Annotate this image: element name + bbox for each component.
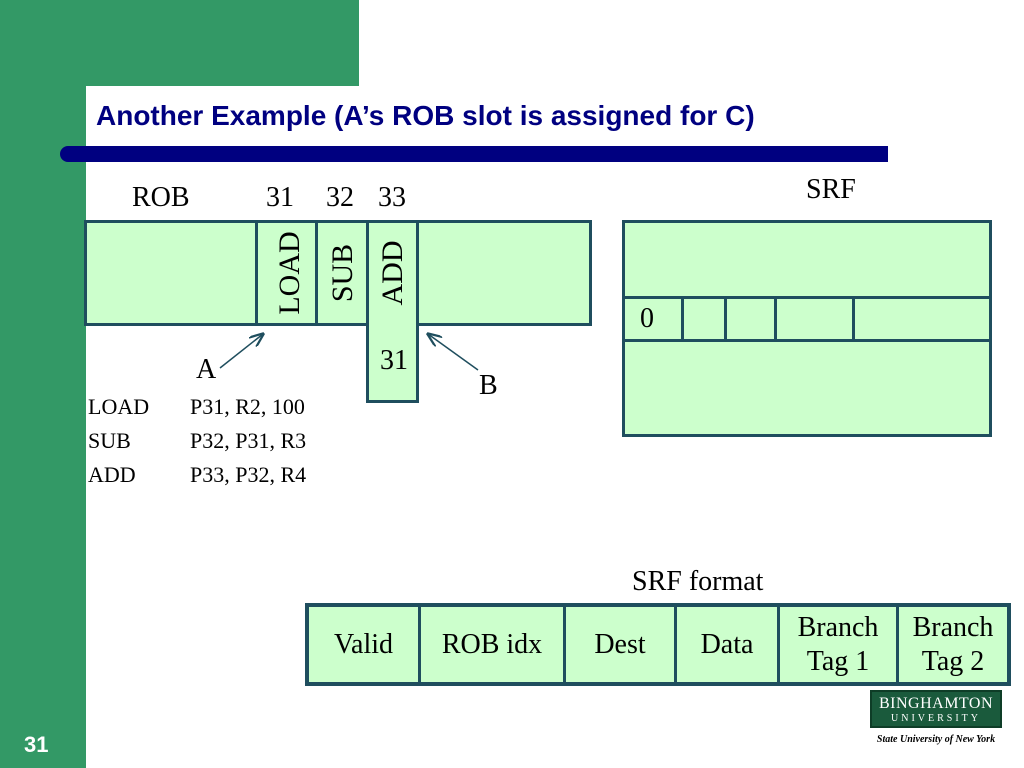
pointer-b-label: B bbox=[479, 370, 498, 401]
srf-cell-divider bbox=[724, 296, 727, 342]
rob-divider bbox=[315, 220, 318, 326]
srf-format-table: Valid ROB idx Dest Data Branch Tag 1 Bra… bbox=[305, 603, 1011, 686]
srf-label: SRF bbox=[806, 174, 856, 205]
logo-subtitle: State University of New York bbox=[876, 734, 996, 745]
slide-number: 31 bbox=[24, 732, 49, 757]
rob-divider bbox=[255, 220, 258, 326]
rob-label: ROB bbox=[132, 182, 190, 213]
srf-format-field-branch-tag-1: Branch Tag 1 bbox=[780, 607, 899, 682]
rob-extension-cell bbox=[366, 323, 419, 403]
top-band bbox=[86, 0, 359, 86]
srf-register-file bbox=[622, 220, 992, 437]
srf-format-field-branch-tag-2: Branch Tag 2 bbox=[912, 611, 994, 677]
rob-slot-number-32: 32 bbox=[326, 182, 354, 213]
code-args: P31, R2, 100 bbox=[190, 394, 305, 419]
left-sidebar-band bbox=[0, 0, 86, 768]
university-logo: BINGHAMTON UNIVERSITY State University o… bbox=[868, 690, 1004, 754]
logo-badge: BINGHAMTON UNIVERSITY bbox=[870, 690, 1002, 728]
title-underline bbox=[60, 146, 888, 162]
rob-slot-number-31: 31 bbox=[266, 182, 294, 213]
srf-format-field-valid: Valid bbox=[309, 607, 421, 682]
srf-format-field-rob-idx: ROB idx bbox=[421, 607, 566, 682]
srf-cell-divider bbox=[852, 296, 855, 342]
rob-divider bbox=[366, 220, 369, 326]
pointer-a-arrow bbox=[219, 334, 263, 369]
srf-format-field-data: Data bbox=[677, 607, 780, 682]
pointer-a-label: A bbox=[196, 354, 217, 385]
srf-cell-divider bbox=[774, 296, 777, 342]
pointer-b-arrow bbox=[428, 334, 479, 371]
logo-line-2: UNIVERSITY bbox=[891, 713, 981, 724]
slide-title: Another Example (A’s ROB slot is assigne… bbox=[96, 100, 755, 131]
rob-extension-value: 31 bbox=[380, 345, 408, 376]
srf-row-divider bbox=[622, 296, 992, 299]
code-op: SUB bbox=[88, 428, 131, 453]
srf-cell-divider bbox=[681, 296, 684, 342]
code-op: LOAD bbox=[88, 394, 150, 419]
logo-line-1: BINGHAMTON bbox=[878, 695, 994, 712]
srf-format-label: SRF format bbox=[632, 566, 764, 597]
rob-slot-number-33: 33 bbox=[378, 182, 406, 213]
srf-row-divider bbox=[622, 339, 992, 342]
rob-divider bbox=[416, 220, 419, 326]
code-op: ADD bbox=[88, 462, 136, 487]
code-args: P33, P32, R4 bbox=[190, 462, 307, 487]
code-args: P32, P31, R3 bbox=[190, 428, 307, 453]
srf-format-field-dest: Dest bbox=[566, 607, 677, 682]
srf-first-cell-value: 0 bbox=[640, 303, 654, 334]
rob-buffer bbox=[84, 220, 592, 326]
